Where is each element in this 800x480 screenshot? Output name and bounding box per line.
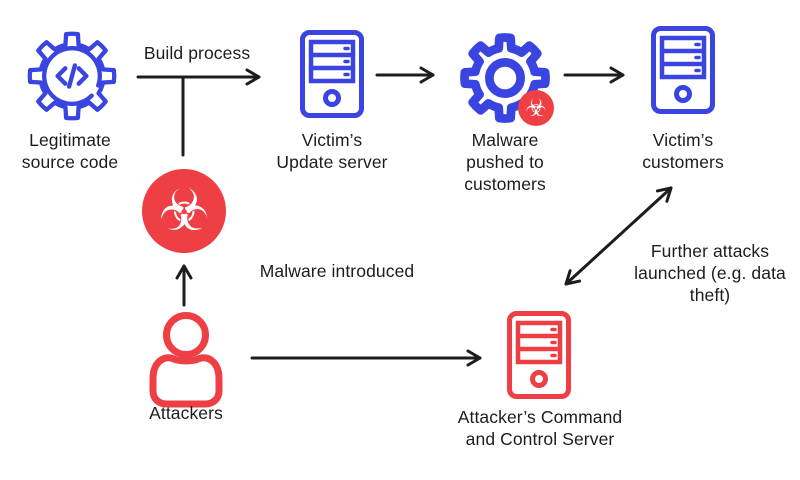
customers-server-icon: [650, 25, 716, 115]
node-label-source-code: Legitimate source code: [21, 130, 119, 172]
node-label-customers: Victim’s customers: [642, 130, 724, 172]
malware-introduced-label: Malware introduced: [259, 261, 415, 281]
further-attacks-label: Further attacks launched (e.g. data thef…: [634, 241, 786, 305]
node-label-cc-server: Attacker’s Command and Control Server: [457, 407, 623, 449]
node-label-attackers: Attackers: [149, 403, 223, 423]
node-label-update-server: Victim’s Update server: [276, 130, 388, 172]
cc-server-icon: [506, 310, 572, 400]
biohazard-glyph: ☣: [158, 178, 210, 244]
node-label-malware-push: Malware pushed to customers: [464, 130, 546, 194]
biohazard-glyph: ☣: [525, 94, 547, 122]
edge-ccserver-customers-bidirectional: [564, 186, 673, 286]
biohazard-badge-icon: ☣: [518, 90, 554, 126]
attackers-person-icon: [149, 312, 223, 408]
build-process-label: Build process: [143, 43, 251, 63]
code-glyph: [55, 63, 89, 89]
update-server-icon: [299, 29, 365, 119]
biohazard-icon: ☣: [142, 169, 226, 253]
code-gear-icon: [24, 28, 120, 124]
malware-gear-icon: [459, 32, 551, 124]
